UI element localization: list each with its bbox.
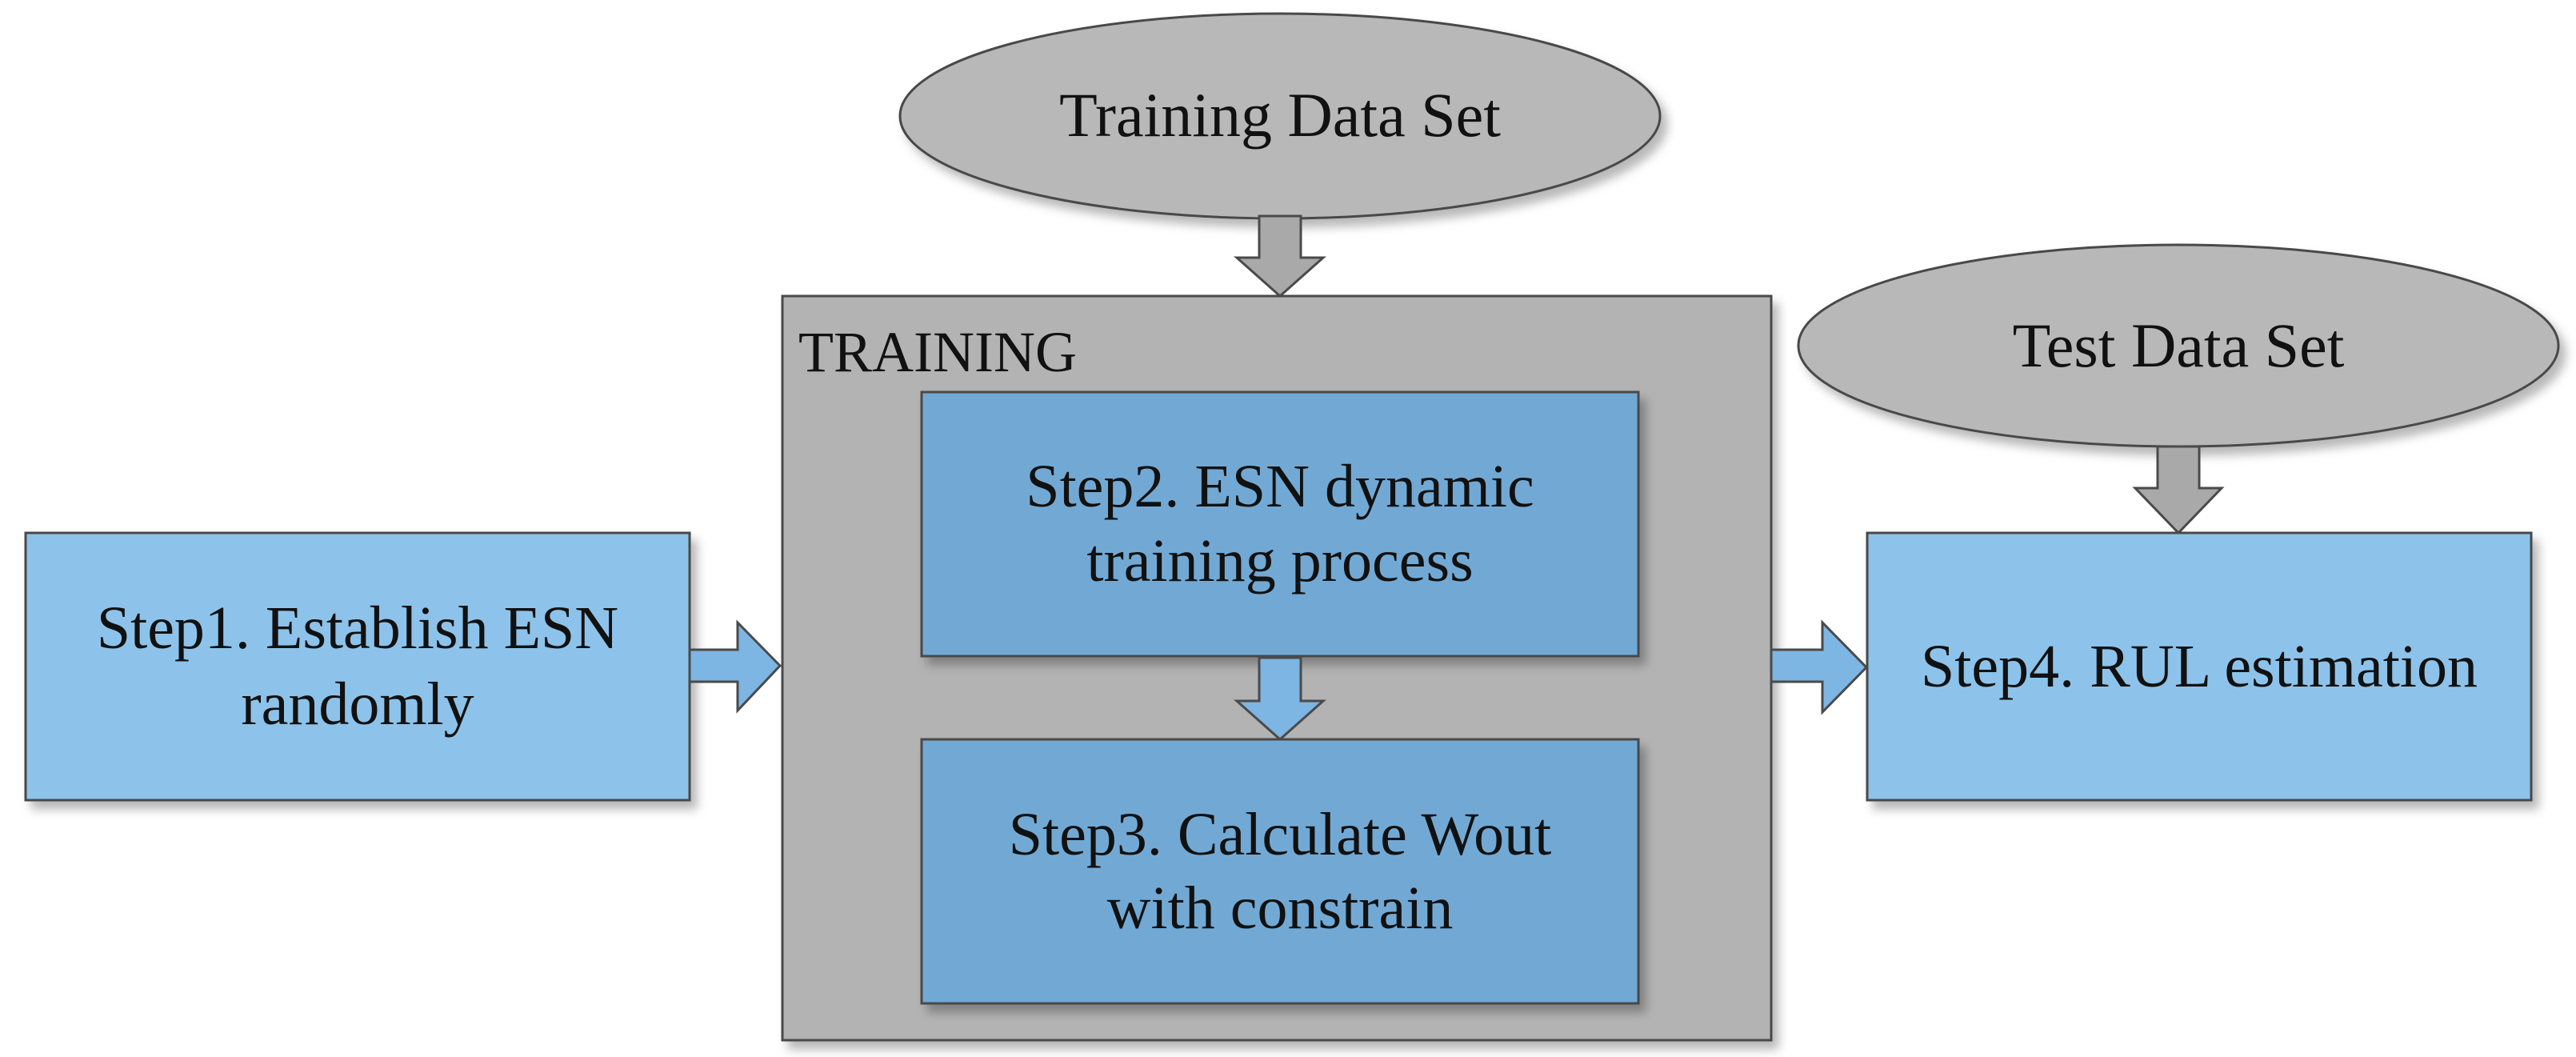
test-data-set-node: Test Data Set — [1797, 243, 2560, 448]
step3-label-line2: with constrain — [1107, 875, 1454, 942]
step2-label-line1: Step2. ESN dynamic — [1026, 453, 1534, 520]
step1-box — [24, 531, 691, 802]
step3-label-line1: Step3. Calculate Wout — [1009, 801, 1551, 868]
step4-label-line1: Step4. RUL estimation — [1921, 633, 2478, 700]
training-data-set-label: Training Data Set — [1059, 80, 1501, 150]
training-group-title: TRAINING — [798, 320, 1077, 384]
step1-label-line2: randomly — [241, 671, 474, 738]
step3-box — [920, 738, 1640, 1005]
step2-box — [920, 390, 1640, 658]
step2-to-step3-arrow — [1234, 656, 1326, 742]
step2-node: Step2. ESN dynamic training process — [920, 390, 1640, 658]
step1-label-line1: Step1. Establish ESN — [97, 595, 618, 662]
test-data-set-label: Test Data Set — [2013, 310, 2345, 380]
training-data-set-node: Training Data Set — [898, 12, 1662, 220]
test-data-arrow — [2132, 445, 2225, 535]
step2-label-line2: training process — [1086, 527, 1473, 595]
step4-box — [1866, 531, 2533, 802]
step1-node: Step1. Establish ESN randomly — [24, 531, 691, 802]
training-data-arrow — [1234, 214, 1326, 298]
step1-to-training-arrow — [688, 619, 782, 714]
step3-node: Step3. Calculate Wout with constrain — [920, 738, 1640, 1005]
training-to-step4-arrow — [1770, 619, 1869, 715]
step4-node: Step4. RUL estimation — [1866, 531, 2533, 802]
